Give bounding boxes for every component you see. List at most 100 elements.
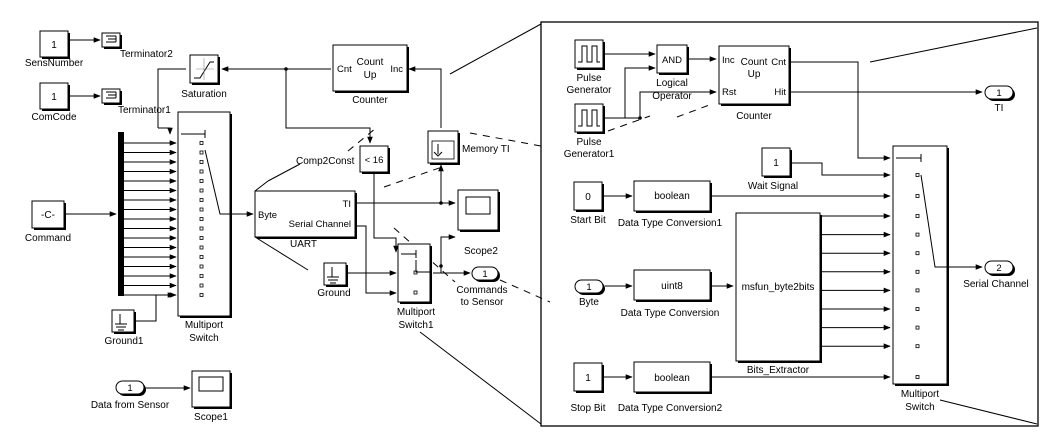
uart-label: UART <box>290 239 317 250</box>
terminator2-block[interactable] <box>101 32 122 49</box>
terminator1-label: Terminator1 <box>118 105 171 116</box>
wait-signal-constant[interactable]: 1 <box>761 147 792 178</box>
svg-text:Byte: Byte <box>258 210 277 221</box>
sens-number-value: 1 <box>51 40 57 51</box>
data-type-conversion-block[interactable]: uint8 <box>633 269 712 302</box>
comp2const-block[interactable]: < 16 <box>359 145 390 174</box>
svg-text:Count: Count <box>741 57 768 68</box>
bits-extractor-label: Bits_Extractor <box>747 365 810 376</box>
pulse-generator-block[interactable] <box>574 39 605 70</box>
svg-text:Up: Up <box>748 69 761 80</box>
bits-extractor-block[interactable]: msfun_byte2bits <box>735 212 822 363</box>
mux-wires <box>124 140 177 298</box>
multiport-switch-label: Multiport <box>185 320 224 331</box>
scope2-block[interactable] <box>457 189 500 232</box>
svg-text:Rst: Rst <box>722 87 737 98</box>
svg-text:Operator: Operator <box>652 91 692 102</box>
multiport-switch1-block[interactable] <box>397 243 432 304</box>
pulse-generator-label: Pulse <box>576 73 601 84</box>
terminator2-label: Terminator2 <box>120 49 173 60</box>
svg-text:Cnt: Cnt <box>771 57 786 68</box>
svg-text:-C-: -C- <box>41 210 55 221</box>
wait-signal-label: Wait Signal <box>748 181 798 192</box>
pulse-generator1-label: Pulse <box>576 137 601 148</box>
svg-text:Switch: Switch <box>905 402 934 413</box>
byte-inport[interactable]: 1 <box>574 279 605 295</box>
data-type-conversion2-block[interactable]: boolean <box>633 361 712 394</box>
command-constant[interactable]: -C- <box>31 200 66 230</box>
com-code-label: ComCode <box>31 112 76 123</box>
svg-text:0: 0 <box>585 192 591 203</box>
data-type-conversion1-block[interactable]: boolean <box>633 180 712 213</box>
ti-outport[interactable]: 1 <box>984 85 1015 101</box>
data-from-sensor-inport[interactable]: 1 <box>115 380 146 396</box>
command-label: Command <box>25 233 71 244</box>
svg-text:1: 1 <box>996 88 1001 99</box>
multiport-switch-block[interactable] <box>177 111 232 318</box>
multiport-switch-right-label: Multiport <box>901 389 940 400</box>
com-code-constant[interactable]: 1 <box>39 82 70 111</box>
svg-text:2: 2 <box>996 263 1001 274</box>
sens-number-constant[interactable]: 1 <box>39 30 70 59</box>
svg-text:1: 1 <box>586 282 591 293</box>
uart-block[interactable]: Byte TI Serial Channel <box>254 190 357 239</box>
multiport-switch-right-block[interactable] <box>892 145 949 386</box>
svg-text:Generator: Generator <box>566 85 612 96</box>
data-from-sensor-label: Data from Sensor <box>91 400 170 411</box>
svg-text:AND: AND <box>662 55 682 66</box>
ground-block[interactable] <box>323 262 348 287</box>
stop-bit-constant[interactable]: 1 <box>573 362 604 393</box>
svg-text:msfun_byte2bits: msfun_byte2bits <box>742 282 815 293</box>
sens-number-label: SensNumber <box>25 58 84 69</box>
scope1-block[interactable] <box>191 370 232 409</box>
scope1-label: Scope1 <box>194 412 228 423</box>
pulse-generator1-block[interactable] <box>574 103 605 134</box>
logical-operator-label: Logical <box>656 78 688 89</box>
bus-bar <box>118 132 124 296</box>
svg-text:Inc: Inc <box>722 55 735 66</box>
byte-inport-label: Byte <box>579 297 599 308</box>
svg-text:1: 1 <box>773 158 779 169</box>
start-bit-constant[interactable]: 0 <box>573 181 604 212</box>
memory-ti-label: Memory TI <box>462 144 510 155</box>
svg-text:Up: Up <box>364 70 377 81</box>
ground1-block[interactable] <box>111 309 136 334</box>
svg-text:Inc: Inc <box>390 64 403 75</box>
svg-text:Serial Channel: Serial Channel <box>289 219 351 230</box>
svg-text:boolean: boolean <box>654 191 690 202</box>
multiport-switch1-label: Multiport <box>397 307 436 318</box>
svg-text:Hit: Hit <box>774 87 786 98</box>
commands-to-sensor-outport[interactable]: 1 <box>471 266 500 282</box>
ground1-label: Ground1 <box>105 336 144 347</box>
counter-left-block[interactable]: Count Up Cnt Inc <box>332 44 409 93</box>
logical-operator-block[interactable]: AND <box>656 44 689 75</box>
start-bit-label: Start Bit <box>570 215 606 226</box>
commands-to-sensor-label: Commands <box>456 285 507 296</box>
svg-text:boolean: boolean <box>654 373 690 384</box>
data-type-conversion1-label: Data Type Conversion1 <box>618 218 723 229</box>
com-code-value: 1 <box>51 92 57 103</box>
ground-label: Ground <box>317 288 350 299</box>
saturation-block[interactable] <box>189 54 220 85</box>
svg-text:Cnt: Cnt <box>337 64 352 75</box>
svg-text:Switch: Switch <box>189 333 218 344</box>
counter-left-label: Counter <box>352 95 388 106</box>
data-type-conversion2-label: Data Type Conversion2 <box>618 403 723 414</box>
terminator1-block[interactable] <box>101 88 122 105</box>
memory-ti-block[interactable] <box>427 130 460 165</box>
saturation-label: Saturation <box>181 89 227 100</box>
ti-outport-label: TI <box>995 103 1004 114</box>
scope2-label: Scope2 <box>464 246 498 257</box>
svg-text:to Sensor: to Sensor <box>461 297 504 308</box>
counter-right-block[interactable]: Count Up Inc Rst Cnt Hit <box>718 45 791 106</box>
svg-text:Count: Count <box>357 57 384 68</box>
serial-channel-outport[interactable]: 2 <box>984 260 1015 276</box>
svg-text:1: 1 <box>482 269 487 280</box>
svg-text:1: 1 <box>127 383 132 394</box>
svg-text:< 16: < 16 <box>365 155 384 166</box>
serial-channel-label: Serial Channel <box>963 279 1029 290</box>
svg-text:Generator1: Generator1 <box>564 149 615 160</box>
svg-text:Switch1: Switch1 <box>398 320 433 331</box>
bits-wires <box>822 213 891 350</box>
